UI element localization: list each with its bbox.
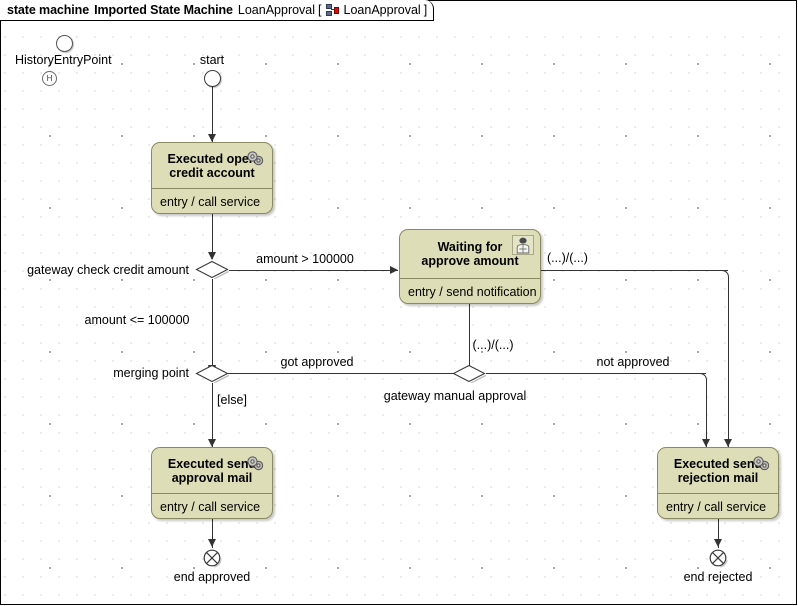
state-executed-open-credit-account[interactable]: Executed open credit account entry [151, 142, 273, 214]
arrowhead [390, 266, 398, 274]
transition-label-got-approved[interactable]: got approved [280, 355, 354, 369]
connector-gateway-check-to-waiting [229, 270, 398, 271]
gateway-check-credit-amount-label: gateway check credit amount [27, 263, 189, 277]
state-separator [400, 278, 540, 279]
state-title: Waiting for approve amount [400, 230, 540, 278]
connector-merging-to-approval-mail [212, 383, 213, 449]
diagram-canvas[interactable]: HistoryEntryPoint H start Executed open … [1, 21, 796, 604]
state-title-line2: rejection mail [677, 470, 759, 485]
connector-elbow [721, 270, 729, 278]
state-separator [658, 493, 778, 494]
transition-label-amount-greater[interactable]: amount > 100000 [256, 252, 354, 266]
arrowhead [208, 252, 216, 260]
state-entry-action: entry / send notification [408, 284, 537, 299]
state-title: Executed send approval mail [152, 448, 272, 493]
start-label: start [199, 53, 225, 67]
history-glyph: H [46, 74, 53, 83]
state-machine-icon [325, 3, 341, 17]
terminate-node-end-approved[interactable] [203, 549, 222, 568]
diagram-name: LoanApproval [237, 3, 316, 17]
arrowhead [208, 439, 216, 447]
arrowhead [724, 439, 732, 447]
merging-point[interactable] [195, 364, 229, 384]
state-title-line1: Waiting for [437, 240, 503, 254]
gateway-manual-approval[interactable] [452, 364, 486, 384]
merging-point-label: merging point [113, 366, 189, 380]
state-separator [152, 188, 272, 189]
diagram-title-tab[interactable]: state machine Imported State Machine Loa… [0, 0, 435, 21]
transition-label-amount-lessequal[interactable]: amount <= 100000 [84, 313, 190, 327]
connector-open-credit-to-gateway-check [212, 199, 213, 259]
state-title: Executed send rejection mail [658, 448, 778, 493]
service-gear-icon [752, 456, 771, 471]
state-title-line1: Executed send [673, 456, 763, 471]
person-user-task-icon [512, 235, 534, 255]
connector-waiting-to-rejection-v [728, 277, 729, 449]
transition-label-else[interactable]: [else] [217, 393, 247, 407]
terminate-node-end-rejected[interactable] [709, 549, 728, 568]
entry-point-circle[interactable] [56, 35, 73, 52]
state-entry-action: entry / call service [666, 499, 767, 514]
connector-rejection-mail-to-end [718, 504, 719, 548]
transition-label-not-approved[interactable]: not approved [596, 355, 670, 369]
initial-node-start[interactable] [204, 70, 221, 87]
state-title-line1: Executed open [167, 151, 257, 166]
bracket-open: [ [318, 3, 322, 17]
state-title-line2: approval mail [171, 470, 253, 485]
transition-label-waiting-right[interactable]: (...)/(...) [547, 251, 588, 265]
history-entry-point-label: HistoryEntryPoint [15, 53, 112, 67]
end-approved-label: end approved [173, 570, 251, 584]
bracket-close: ] [423, 3, 428, 17]
state-separator [152, 493, 272, 494]
state-entry-action: entry / call service [160, 194, 261, 209]
state-title-line2: approve amount [421, 254, 519, 268]
service-gear-icon [246, 456, 265, 471]
state-title-line2: credit account [169, 165, 255, 180]
diagram-kind-keyword: state machine [7, 3, 90, 17]
connector-approval-mail-to-end [212, 504, 213, 548]
arrowhead [208, 539, 216, 547]
state-waiting-for-approve-amount[interactable]: Waiting for approve amount entry / send … [399, 229, 541, 304]
arrowhead [702, 439, 710, 447]
connector-waiting-to-manual-gateway [469, 304, 470, 376]
connector-manual-gateway-to-merging [214, 373, 454, 374]
state-entry-action: entry / call service [160, 499, 261, 514]
arrowhead [714, 539, 722, 547]
diagram-context-name: LoanApproval [343, 3, 421, 17]
end-rejected-label: end rejected [683, 570, 753, 584]
state-executed-send-rejection-mail[interactable]: Executed send rejection mail entry [657, 447, 779, 519]
connector-elbow [699, 373, 707, 381]
arrowhead [208, 134, 216, 142]
gateway-check-credit-amount[interactable] [195, 260, 229, 280]
history-node[interactable]: H [42, 71, 57, 86]
gateway-manual-approval-label: gateway manual approval [383, 389, 527, 403]
service-gear-icon [246, 151, 265, 166]
connector-manual-gateway-to-rejection-h [486, 373, 706, 374]
state-title: Executed open credit account [152, 143, 272, 188]
diagram-machine-name: Imported State Machine [94, 3, 233, 17]
connector-manual-gateway-to-rejection-v [706, 380, 707, 449]
connector-waiting-to-rejection-h [541, 270, 728, 271]
transition-label-waiting-down[interactable]: (...)/(...) [472, 338, 514, 352]
connector-start-to-open-credit [212, 78, 213, 144]
connector-gateway-check-to-merging [212, 279, 213, 375]
state-title-line1: Executed send [167, 456, 257, 471]
state-executed-send-approval-mail[interactable]: Executed send approval mail entry / [151, 447, 273, 519]
